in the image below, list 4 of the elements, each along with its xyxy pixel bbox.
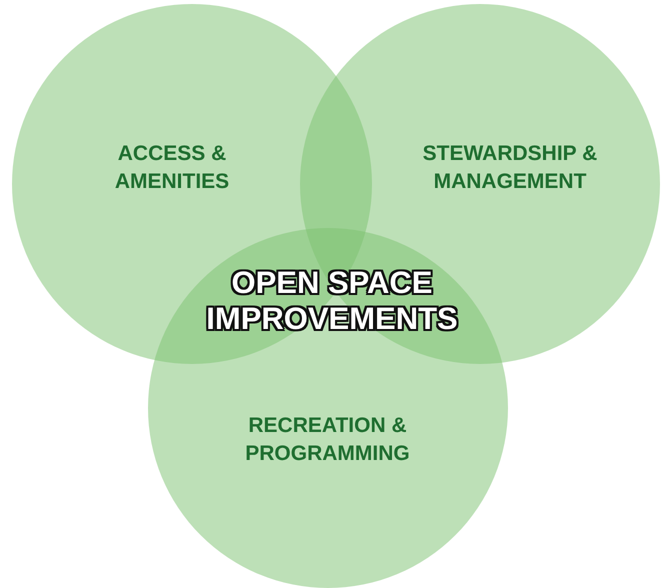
circle-label: RECREATION & PROGRAMMING bbox=[244, 413, 411, 467]
circle-label: ACCESS & AMENITIES bbox=[114, 141, 230, 195]
circle-label: STEWARDSHIP & MANAGEMENT bbox=[422, 141, 598, 195]
center-title: OPEN SPACE IMPROVEMENTS bbox=[205, 265, 459, 337]
